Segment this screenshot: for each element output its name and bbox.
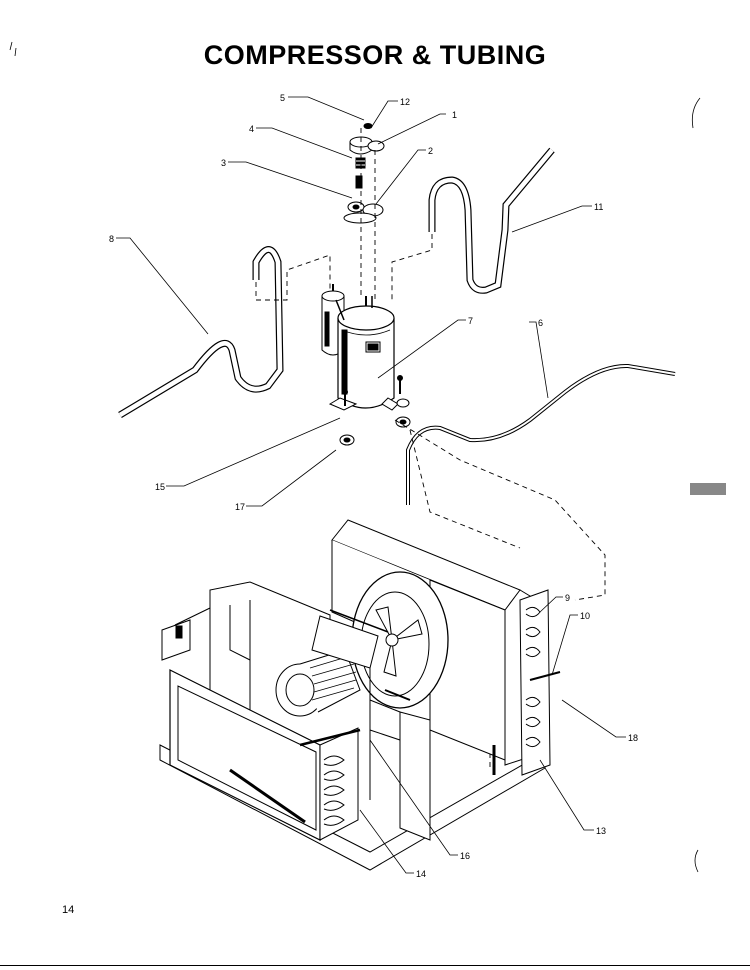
discharge-tube: [428, 147, 555, 294]
callout-1: 1: [452, 110, 457, 120]
callout-18: 18: [628, 733, 638, 743]
suction-tube: [118, 246, 284, 419]
callout-8: 8: [109, 234, 114, 244]
mounting-hardware: [339, 375, 411, 446]
callout-10: 10: [580, 611, 590, 621]
callout-6: 6: [538, 318, 543, 328]
assembly-guide-lines: [255, 128, 606, 770]
callout-3: 3: [221, 158, 226, 168]
callout-14: 14: [416, 869, 426, 879]
callout-4: 4: [249, 124, 254, 134]
leader-lines: [116, 96, 626, 874]
callout-9: 9: [565, 593, 570, 603]
chassis-assembly: [159, 519, 561, 871]
callout-17: 17: [235, 502, 245, 512]
callout-7: 7: [468, 316, 473, 326]
callout-16: 16: [460, 851, 470, 861]
callout-15: 15: [155, 482, 165, 492]
fan-motor: [311, 609, 411, 701]
callout-labels: 1 2 3 4 5 6 7 8 9 10 11 12 13 14 15 16 1…: [109, 93, 638, 879]
callout-11: 11: [594, 202, 603, 212]
condenser-coil: [519, 589, 561, 776]
scan-artifacts: [9, 41, 726, 873]
callout-13: 13: [596, 826, 606, 836]
condenser-fan-blade: [375, 606, 423, 677]
callout-2: 2: [428, 146, 433, 156]
page-title: COMPRESSOR & TUBING: [203, 40, 547, 70]
capillary-tube: [406, 363, 676, 505]
terminal-cover-stack: [343, 123, 385, 224]
callout-5: 5: [280, 93, 285, 103]
compressor-body: [328, 296, 399, 411]
bottom-rule: [0, 965, 750, 966]
blower-wheel: [275, 649, 361, 717]
page-number: 14: [62, 904, 75, 916]
callout-12: 12: [400, 97, 410, 107]
evaporator-coil: [169, 669, 361, 841]
compressor-assembly: [321, 123, 411, 446]
